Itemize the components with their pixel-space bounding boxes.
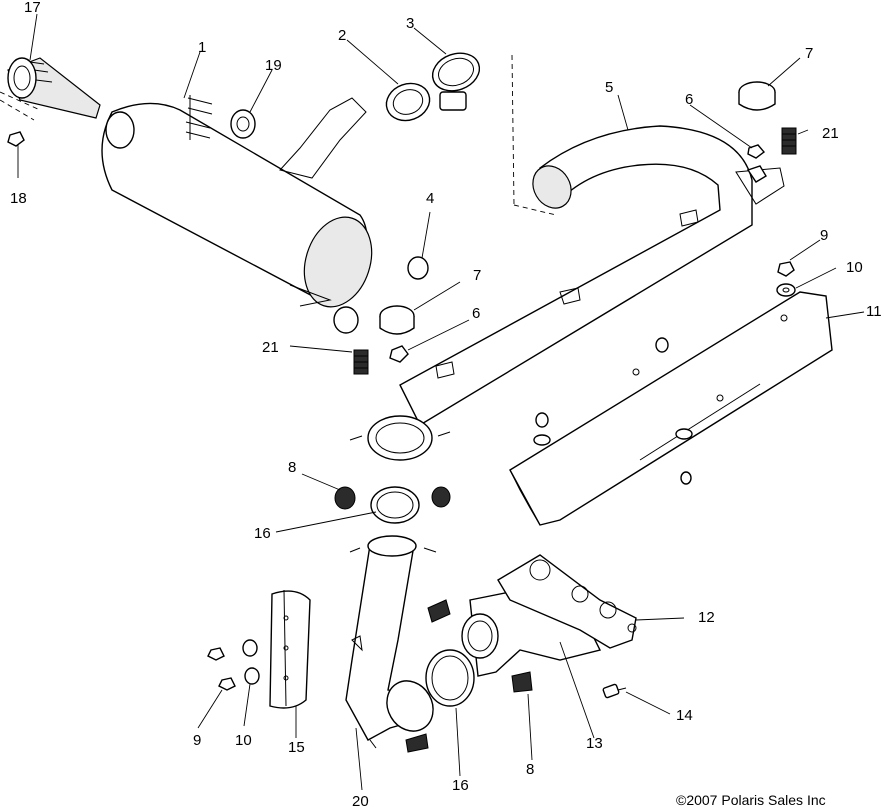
- grommet-19: [230, 109, 256, 139]
- callout-10-lower: 10: [235, 732, 252, 749]
- leader-lines: [17, 13, 865, 791]
- callout-19: 19: [265, 57, 282, 74]
- callout-11: 11: [866, 303, 882, 320]
- callout-16-upper: 16: [254, 525, 271, 542]
- nut-6-upper: [747, 144, 766, 159]
- lower-heat-shield: [269, 589, 311, 709]
- washer-10-upper: [776, 283, 796, 297]
- callout-17: 17: [24, 0, 41, 16]
- head-pipe: [349, 125, 785, 461]
- cap-7-upper: [738, 81, 776, 111]
- callout-9-upper: 9: [820, 227, 828, 244]
- callout-16-lower: 16: [452, 777, 469, 794]
- callout-6-lower: 6: [472, 305, 480, 322]
- cap-7-lower: [379, 305, 415, 335]
- nut-6-lower: [389, 345, 409, 363]
- sleeve: [385, 82, 431, 122]
- callout-12: 12: [698, 609, 715, 626]
- spring-8-lower: [405, 599, 533, 753]
- grommet-8-pair: [334, 486, 451, 510]
- gasket-16-upper: [370, 486, 420, 524]
- callout-8-lower: 8: [526, 761, 534, 778]
- callout-15: 15: [288, 739, 305, 756]
- spring-21-upper: [781, 127, 797, 155]
- callout-3: 3: [406, 15, 414, 32]
- callout-9-lower: 9: [193, 732, 201, 749]
- callout-20: 20: [352, 793, 369, 809]
- callout-14: 14: [676, 707, 693, 724]
- callout-8-upper: 8: [288, 459, 296, 476]
- callout-2: 2: [338, 27, 346, 44]
- grommet-4: [333, 256, 429, 334]
- nut-9-upper: [777, 261, 795, 277]
- callout-18: 18: [10, 190, 27, 207]
- callout-13: 13: [586, 735, 603, 752]
- callout-21-lower: 21: [262, 339, 279, 356]
- clamp: [431, 52, 481, 111]
- callout-5: 5: [605, 79, 613, 96]
- copyright-notice: ©2007 Polaris Sales Inc: [676, 792, 826, 808]
- down-pipe: [345, 535, 437, 749]
- callout-7-upper: 7: [805, 45, 813, 62]
- callout-4: 4: [426, 190, 434, 207]
- callout-6-upper: 6: [685, 91, 693, 108]
- callout-7-lower: 7: [473, 267, 481, 284]
- muffler: [101, 95, 373, 308]
- callout-1: 1: [198, 39, 206, 56]
- gasket-16-lower: [425, 649, 475, 707]
- callout-labels: 17 18 1 2 3 19 5 6 7 21 4 7 6 21 9 10 11…: [10, 0, 882, 809]
- callout-10-upper: 10: [846, 259, 863, 276]
- nut-9-lower: [207, 647, 236, 691]
- washer-10-lower: [242, 639, 260, 685]
- nut-18: [7, 131, 25, 147]
- callout-21-upper: 21: [822, 125, 839, 142]
- spark-arrestor: [0, 57, 101, 121]
- heat-shield: [509, 291, 833, 526]
- spring-21-lower: [353, 349, 369, 375]
- bolt-14: [602, 683, 627, 699]
- manifold-gasket: [497, 554, 637, 649]
